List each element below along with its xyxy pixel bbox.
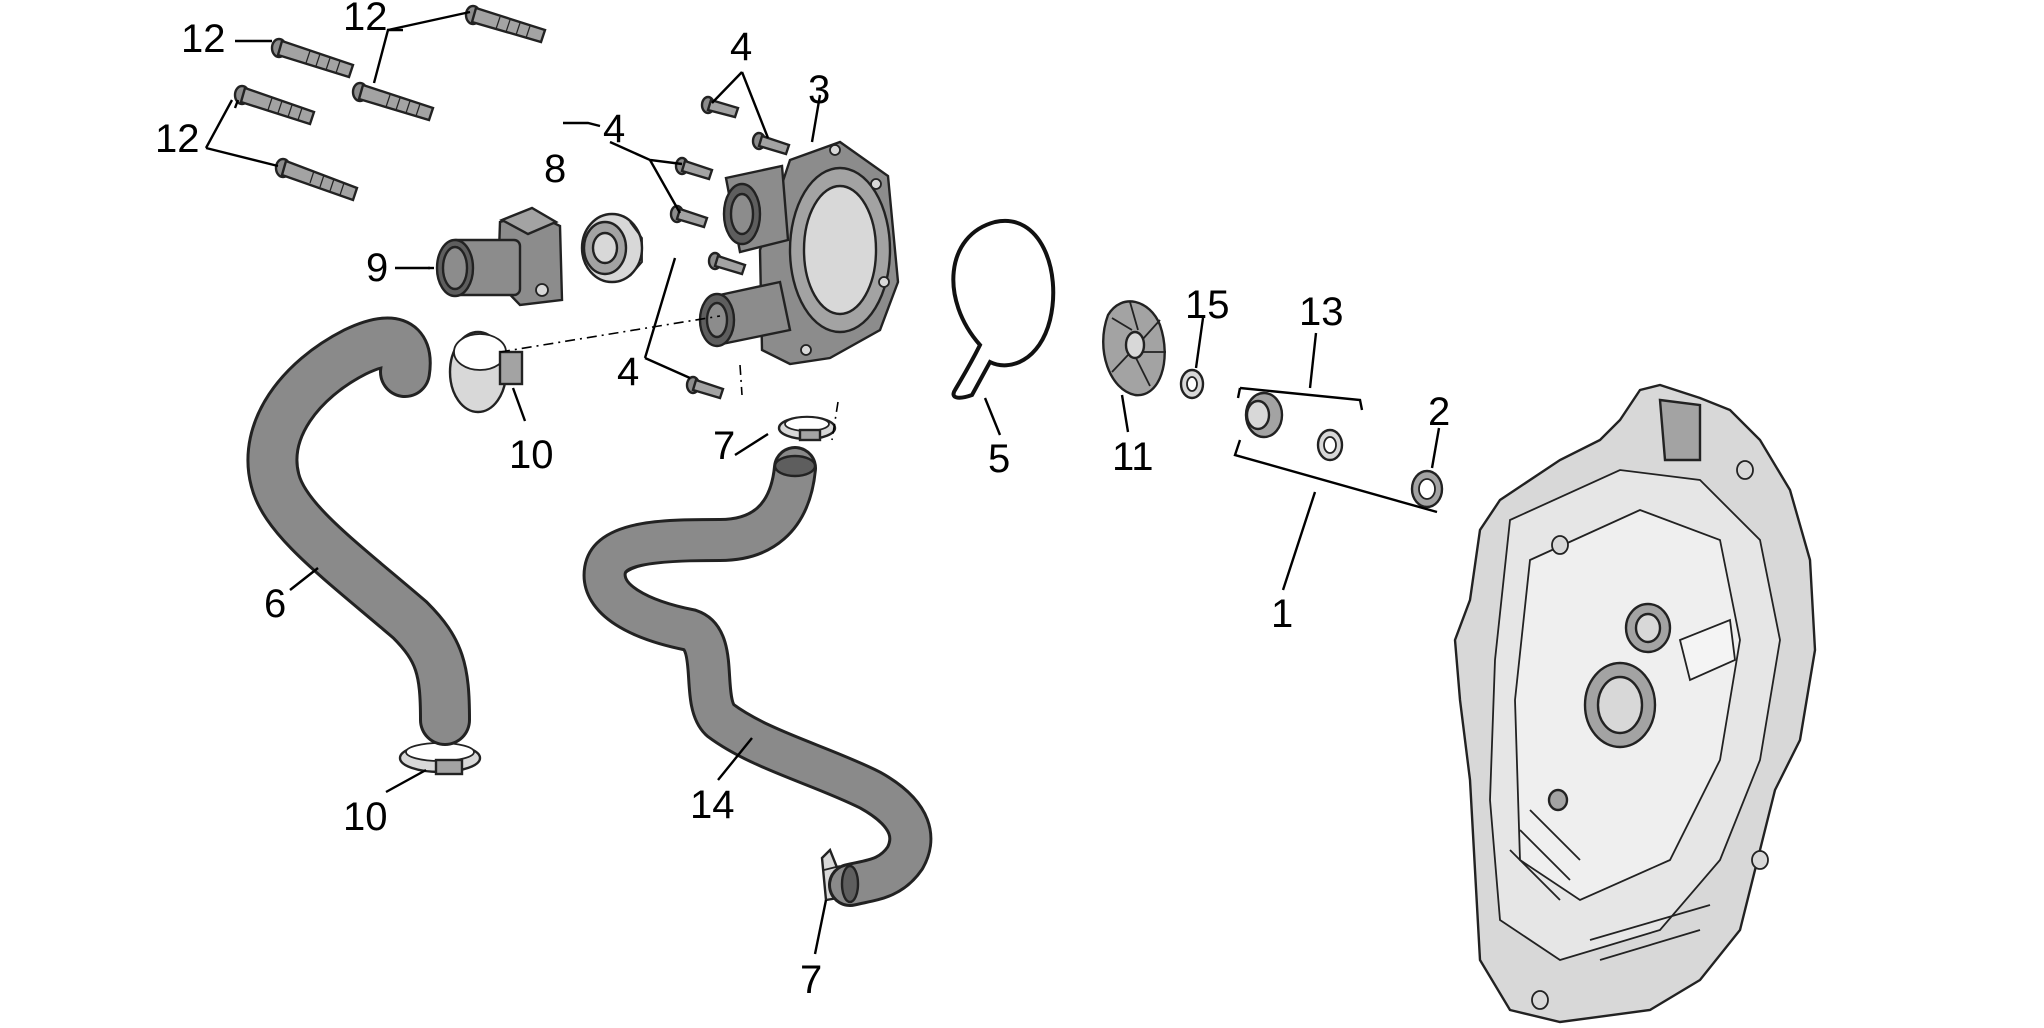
label-4-c: 4 (617, 350, 639, 394)
bolt-12-top-left (270, 37, 355, 79)
label-9: 9 (366, 246, 388, 290)
label-12-c: 12 (155, 117, 200, 161)
clamp-10-upper (448, 330, 524, 414)
pump-cover-3 (698, 140, 900, 366)
thermostat-8 (580, 212, 644, 284)
label-12-b: 12 (343, 0, 388, 39)
label-14: 14 (690, 783, 735, 827)
assembly-lines (499, 315, 839, 441)
screw-4-a (700, 95, 740, 119)
gasket-o-ring-5 (951, 218, 1056, 400)
label-12-a: 12 (181, 17, 226, 61)
washer-15 (1179, 368, 1205, 400)
label-5: 5 (988, 437, 1010, 481)
label-15: 15 (1185, 283, 1230, 327)
label-3: 3 (808, 68, 830, 112)
hose-14 (582, 446, 933, 907)
label-13: 13 (1299, 290, 1344, 334)
label-1: 1 (1271, 592, 1293, 636)
label-2: 2 (1428, 390, 1450, 434)
seal-2 (1410, 469, 1444, 509)
label-11: 11 (1112, 435, 1154, 479)
screw-4-d (669, 204, 709, 229)
label-10-a: 10 (509, 433, 554, 477)
label-8: 8 (544, 147, 566, 191)
screw-4-f (685, 375, 725, 400)
impeller-11 (1102, 300, 1166, 397)
screw-4-e (707, 251, 747, 276)
shaft-seal-13 (1244, 391, 1284, 439)
thermostat-housing-9 (435, 206, 564, 307)
clamp-7-upper (777, 415, 837, 442)
washer-13 (1316, 428, 1344, 462)
clamp-10-lower (398, 742, 482, 776)
label-4-b: 4 (603, 107, 625, 151)
leader-lines (204, 10, 1441, 955)
screw-4-c (674, 156, 714, 181)
label-7-a: 7 (713, 424, 735, 468)
label-4-a: 4 (730, 25, 752, 69)
bolt-12-left-lower (274, 157, 359, 202)
bolt-12-left-upper (233, 84, 316, 126)
label-6: 6 (264, 582, 286, 626)
crankcase-cover (1453, 383, 1817, 1024)
label-7-b: 7 (800, 958, 822, 1002)
hose-6 (246, 316, 471, 746)
screw-4-b (751, 131, 791, 156)
bolt-12-middle (351, 81, 435, 122)
label-10-b: 10 (343, 795, 388, 839)
bolt-12-top-right (464, 4, 547, 44)
